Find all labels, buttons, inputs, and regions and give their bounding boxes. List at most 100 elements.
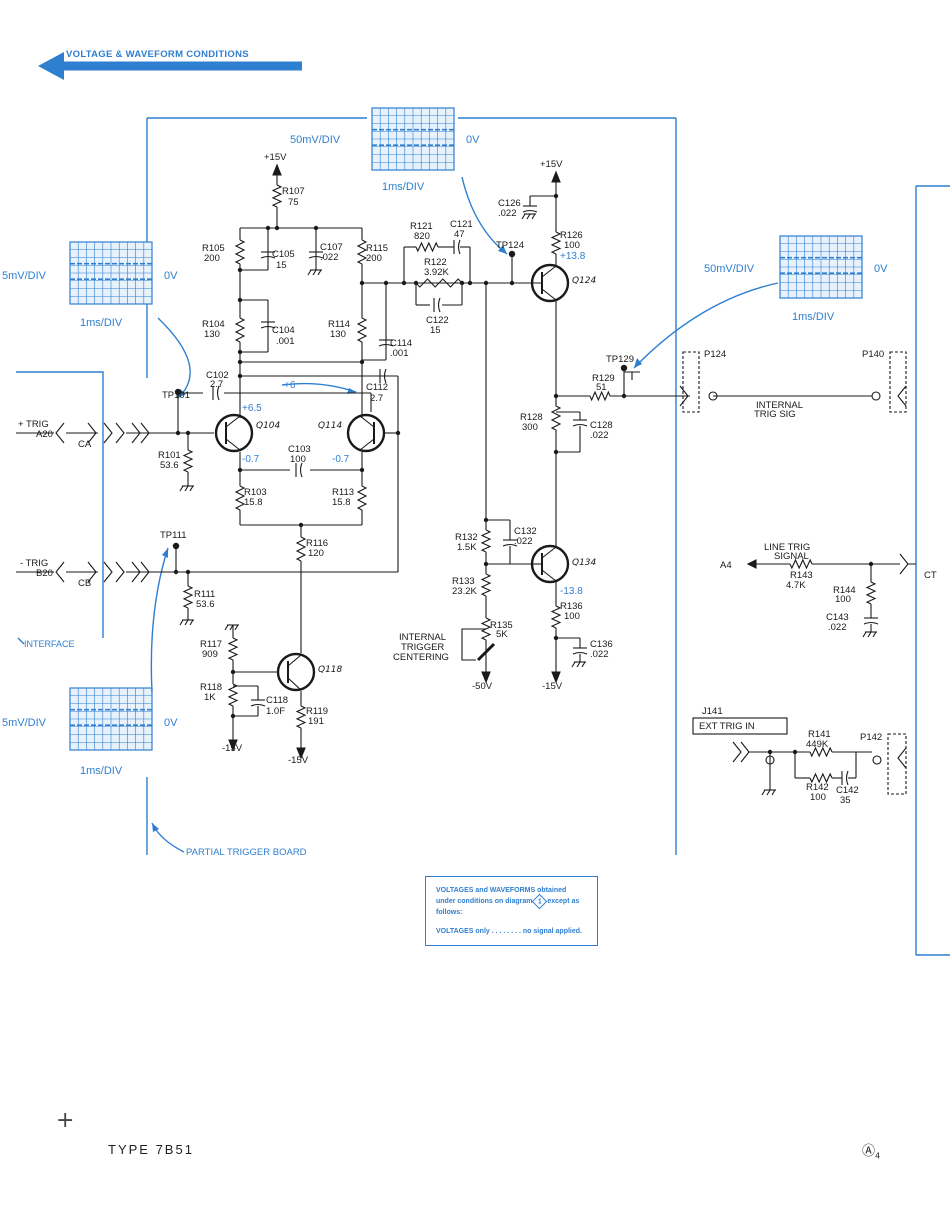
label-ca: CA bbox=[78, 439, 92, 450]
component-value-r119: 191 bbox=[308, 716, 324, 727]
label-trig-neg: - TRIG bbox=[20, 558, 48, 569]
component-ref-c118: C118 bbox=[266, 695, 288, 706]
label-q124: Q124 bbox=[572, 276, 597, 286]
component-value-r101: 53.6 bbox=[160, 460, 179, 471]
resistor-r141 bbox=[809, 746, 833, 758]
component-value-r126: 100 bbox=[564, 240, 580, 251]
transistor-q118 bbox=[276, 652, 316, 692]
component-ref-c105: C105 bbox=[272, 249, 295, 260]
component-ref-r113: R113 bbox=[332, 487, 354, 498]
capacitor-c107 bbox=[308, 251, 324, 259]
component-ref-c114: C114 bbox=[390, 338, 412, 349]
component-ref-r143: R143 bbox=[790, 570, 813, 581]
component-ref-c126: C126 bbox=[498, 198, 521, 209]
component-value-r117: 909 bbox=[202, 649, 218, 660]
resistor-r117 bbox=[227, 637, 239, 661]
label-q118: Q118 bbox=[318, 665, 343, 675]
resistor-r136 bbox=[550, 605, 562, 629]
page-mark: Ⓐ4 bbox=[862, 1144, 881, 1161]
component-value-c122: 15 bbox=[430, 325, 441, 336]
component-ref-r104: R104 bbox=[202, 319, 225, 330]
component-ref-r118: R118 bbox=[200, 682, 222, 693]
supply-neg50: -50V bbox=[472, 681, 493, 692]
scope-volts-per-div: 5mV/DIV bbox=[2, 270, 47, 282]
junctions bbox=[172, 193, 874, 755]
component-ref-r126: R126 bbox=[560, 230, 583, 241]
component-ref-c104: C104 bbox=[272, 325, 295, 336]
component-value-r115: 200 bbox=[366, 253, 382, 264]
component-value-r129: 51 bbox=[596, 382, 607, 393]
supply-neg15-q118-base: -15V bbox=[222, 743, 243, 754]
transistor-q104 bbox=[214, 413, 254, 453]
scope-time-per-div: 1ms/DIV bbox=[792, 311, 835, 323]
supply-neg15-q134: -15V bbox=[542, 681, 563, 692]
component-value-r104: 130 bbox=[204, 329, 220, 340]
scope-ref-level: 0V bbox=[874, 263, 888, 275]
supply-pos15-right: +15V bbox=[540, 159, 563, 170]
scope-ref-level: 0V bbox=[164, 270, 178, 282]
label-ext-trig-in: EXT TRIG IN bbox=[699, 721, 755, 732]
component-ref-r107: R107 bbox=[282, 186, 305, 197]
banner-arrow bbox=[38, 52, 302, 80]
resistor-r143 bbox=[789, 558, 813, 570]
component-value-r122: 3.92K bbox=[424, 267, 449, 278]
capacitor-c104 bbox=[260, 321, 276, 329]
capacitor-c128 bbox=[572, 419, 588, 427]
label-trig-pos: + TRIG bbox=[18, 419, 49, 430]
label-cb: CB bbox=[78, 578, 91, 589]
resistor-r114 bbox=[356, 317, 368, 343]
resistor-r105 bbox=[234, 239, 246, 265]
resistor-r132 bbox=[480, 529, 492, 553]
component-value-c112: 2.7 bbox=[370, 393, 383, 404]
component-ref-r103: R103 bbox=[244, 487, 267, 498]
resistor-r122 bbox=[415, 278, 463, 288]
label-line-trig-signal: SIGNAL bbox=[774, 551, 809, 562]
ground-symbol bbox=[307, 269, 322, 276]
capacitor-c102 bbox=[212, 385, 220, 401]
component-ref-r135: R135 bbox=[490, 620, 513, 631]
label-interface: INTERFACE bbox=[24, 639, 75, 649]
component-ref-r101: R101 bbox=[158, 450, 181, 461]
scope-time-per-div: 1ms/DIV bbox=[80, 765, 123, 777]
component-value-r103: 15.8 bbox=[244, 497, 263, 508]
parts bbox=[179, 184, 879, 796]
component-ref-c136: C136 bbox=[590, 639, 613, 650]
resistor-r144 bbox=[865, 581, 877, 605]
component-value-r142: 100 bbox=[810, 792, 826, 803]
ground-symbol bbox=[862, 631, 877, 638]
component-ref-r129: R129 bbox=[592, 373, 615, 384]
component-value-c107: .022 bbox=[320, 252, 339, 263]
registration-mark: + bbox=[56, 1108, 75, 1133]
resistor-r126 bbox=[550, 231, 562, 255]
component-value-r136: 100 bbox=[564, 611, 580, 622]
transistor-q134 bbox=[530, 544, 570, 584]
capacitor-c112 bbox=[379, 368, 387, 384]
tp129-ground bbox=[624, 371, 640, 380]
component-value-c136: .022 bbox=[590, 649, 609, 660]
component-ref-r111: R111 bbox=[194, 589, 215, 600]
component-value-c104: .001 bbox=[276, 336, 295, 347]
resistor-r115 bbox=[356, 239, 368, 265]
pot-wiper bbox=[476, 642, 496, 662]
component-ref-r133: R133 bbox=[452, 576, 475, 587]
component-value-r105: 200 bbox=[204, 253, 220, 264]
label-a4: A4 bbox=[720, 560, 732, 571]
capacitor-c136 bbox=[572, 647, 588, 655]
capacitor-c103 bbox=[295, 462, 303, 478]
resistor-r113 bbox=[356, 485, 368, 511]
component-ref-r115: R115 bbox=[366, 243, 388, 254]
component-value-c118: 1.0F bbox=[266, 706, 285, 717]
component-ref-r116: R116 bbox=[306, 538, 328, 549]
voltage-q124: +13.8 bbox=[560, 251, 586, 262]
resistor-r111 bbox=[182, 585, 194, 609]
component-ref-r128: R128 bbox=[520, 412, 543, 423]
component-value-c102: 2.7 bbox=[210, 379, 223, 390]
resistor-r118 bbox=[227, 683, 239, 707]
transistor-q124 bbox=[512, 263, 570, 303]
component-value-r116: 120 bbox=[308, 548, 324, 559]
label-p142: P142 bbox=[860, 732, 882, 743]
pointer-arrows bbox=[17, 176, 779, 853]
scope-ref-level: 0V bbox=[466, 134, 480, 146]
